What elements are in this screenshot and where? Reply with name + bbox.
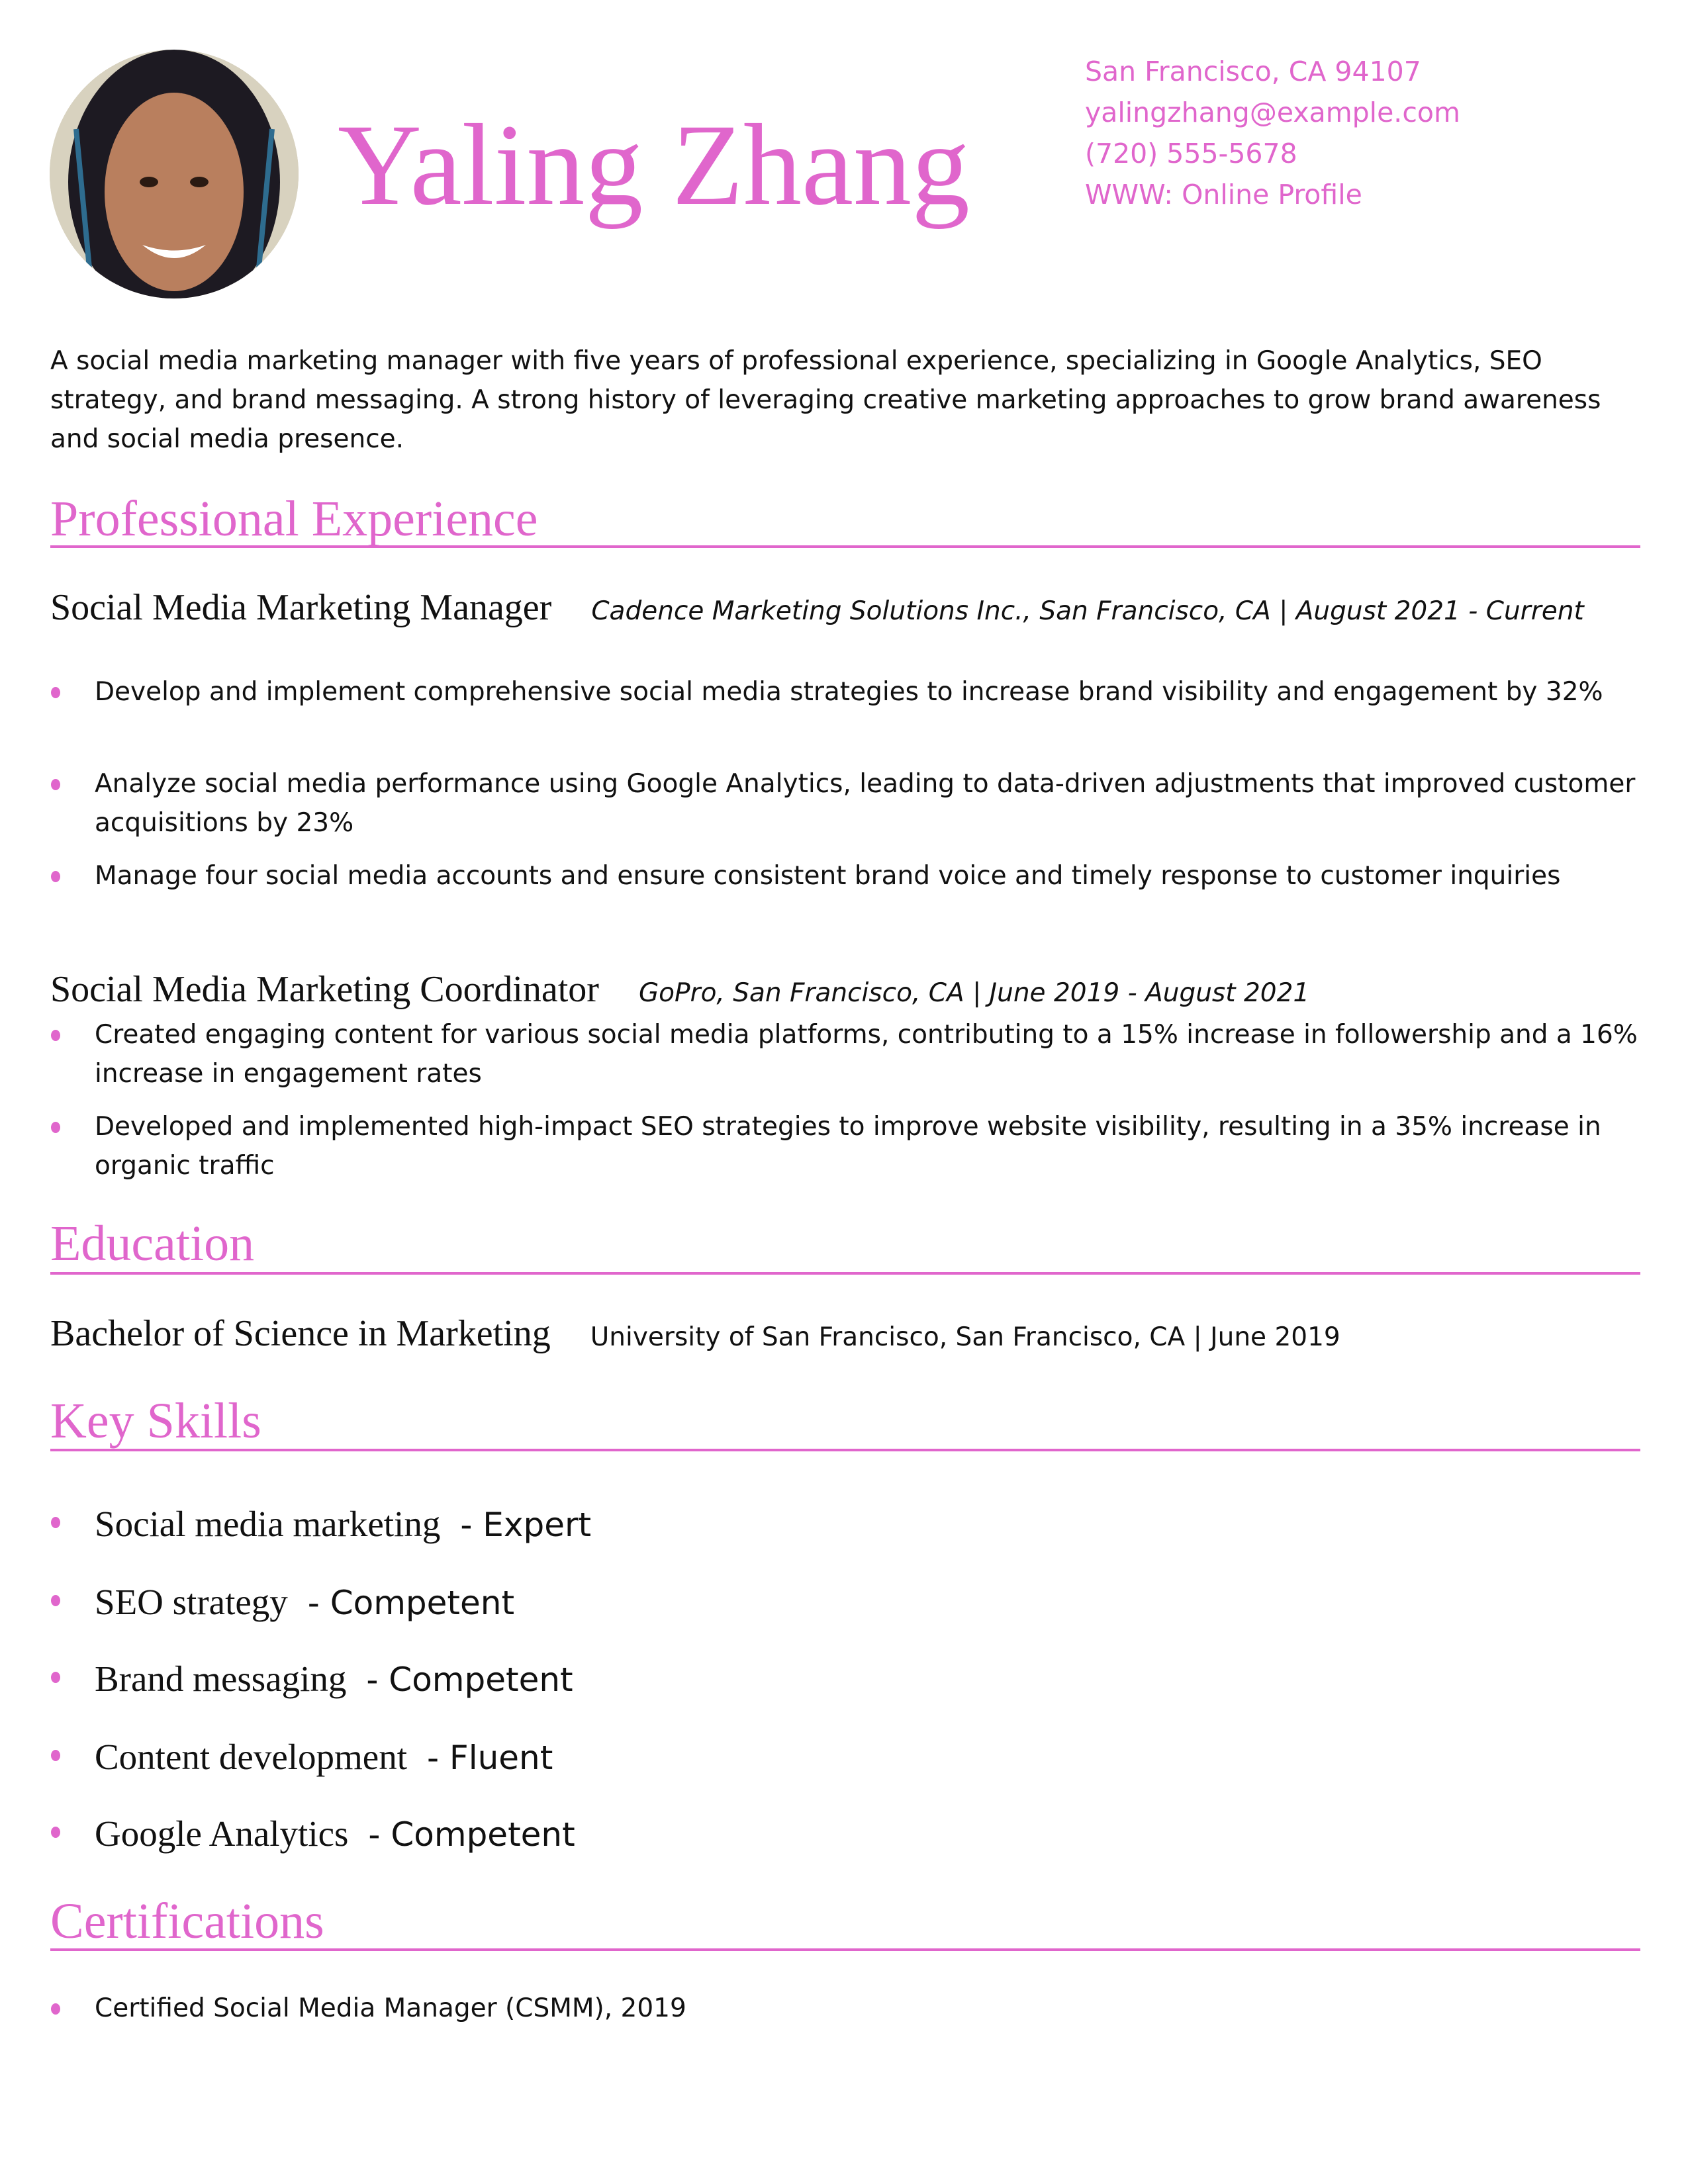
section-heading-experience: Professional Experience bbox=[50, 491, 538, 547]
portrait-image bbox=[50, 50, 299, 298]
certification-text: Certified Social Media Manager (CSMM), 2… bbox=[95, 1993, 686, 2023]
email-link[interactable]: yalingzhang@example.com bbox=[1085, 97, 1460, 128]
bullet-icon bbox=[51, 1827, 60, 1838]
bullet-icon bbox=[51, 1595, 60, 1606]
job-entry: Social Media Marketing Manager Cadence Ma… bbox=[50, 585, 1639, 634]
bullet-icon bbox=[51, 1030, 60, 1041]
bullet-icon bbox=[51, 871, 60, 882]
section-heading-skills: Key Skills bbox=[50, 1393, 261, 1449]
candidate-name: Yaling Zhang bbox=[338, 101, 970, 230]
job-title: Social Media Marketing Manager bbox=[50, 587, 552, 628]
education-entry: Bachelor of Science in Marketing Universi… bbox=[50, 1311, 1639, 1360]
bullet-icon bbox=[51, 2003, 60, 2015]
skill-item: Brand messaging - Competent bbox=[51, 1656, 573, 1703]
skill-item: Google Analytics - Competent bbox=[51, 1811, 575, 1858]
skill-name: Content development bbox=[95, 1737, 407, 1777]
list-item: Created engaging content for various soc… bbox=[51, 1015, 1644, 1093]
bullet-text: Created engaging content for various soc… bbox=[95, 1020, 1638, 1089]
summary: A social media marketing manager with fi… bbox=[50, 346, 1601, 454]
skill-level: - Competent bbox=[366, 1661, 573, 1699]
job-title: Social Media Marketing Coordinator bbox=[50, 969, 599, 1010]
bullet-icon bbox=[51, 779, 60, 790]
section-divider bbox=[50, 1948, 1640, 1951]
skill-item: Content development - Fluent bbox=[51, 1734, 553, 1781]
website-link[interactable]: WWW: Online Profile bbox=[1085, 179, 1362, 210]
list-item: Developed and implemented high-impact SE… bbox=[51, 1107, 1644, 1185]
job-meta: GoPro, San Francisco, CA | June 2019 - A… bbox=[638, 978, 1310, 1008]
profile-photo bbox=[50, 50, 299, 298]
bullet-icon bbox=[51, 1750, 60, 1761]
skill-level: - Expert bbox=[460, 1506, 592, 1544]
list-item: Develop and implement comprehensive soci… bbox=[51, 672, 1644, 711]
skill-name: SEO strategy bbox=[95, 1582, 288, 1622]
skill-item: Social media marketing - Expert bbox=[51, 1501, 592, 1548]
section-divider bbox=[50, 1449, 1640, 1451]
skill-name: Google Analytics bbox=[95, 1813, 349, 1854]
bullet-icon bbox=[51, 1122, 60, 1133]
section-divider bbox=[50, 1272, 1640, 1275]
list-item: Manage four social media accounts and en… bbox=[51, 856, 1644, 895]
contact-info: San Francisco, CA 94107 yalingzhang@exam… bbox=[1085, 51, 1460, 215]
section-heading-certifications: Certifications bbox=[50, 1893, 324, 1949]
bullet-icon bbox=[51, 1517, 60, 1528]
section-divider bbox=[50, 545, 1640, 548]
section-heading-education: Education bbox=[50, 1216, 255, 1271]
job-meta: Cadence Marketing Solutions Inc., San Fr… bbox=[591, 596, 1584, 626]
bullet-text: Develop and implement comprehensive soci… bbox=[95, 677, 1603, 707]
degree: Bachelor of Science in Marketing bbox=[50, 1313, 551, 1354]
list-item: Certified Social Media Manager (CSMM), 2… bbox=[51, 1989, 1644, 2028]
bullet-text: Analyze social media performance using G… bbox=[95, 769, 1636, 838]
skill-item: SEO strategy - Competent bbox=[51, 1579, 515, 1626]
phone: (720) 555-5678 bbox=[1085, 138, 1297, 169]
bullet-text: Developed and implemented high-impact SE… bbox=[95, 1112, 1601, 1181]
skill-level: - Fluent bbox=[427, 1739, 553, 1777]
skill-level: - Competent bbox=[368, 1815, 575, 1854]
skill-name: Social media marketing bbox=[95, 1504, 441, 1544]
skill-name: Brand messaging bbox=[95, 1659, 347, 1699]
education-details: University of San Francisco, San Francis… bbox=[590, 1322, 1340, 1352]
skill-level: - Competent bbox=[307, 1584, 515, 1622]
job-entry: Social Media Marketing Coordinator GoPro,… bbox=[50, 967, 1639, 1016]
bullet-text: Manage four social media accounts and en… bbox=[95, 861, 1561, 891]
address: San Francisco, CA 94107 bbox=[1085, 56, 1421, 87]
list-item: Analyze social media performance using G… bbox=[51, 764, 1644, 842]
bullet-icon bbox=[51, 1672, 60, 1683]
bullet-icon bbox=[51, 687, 60, 698]
